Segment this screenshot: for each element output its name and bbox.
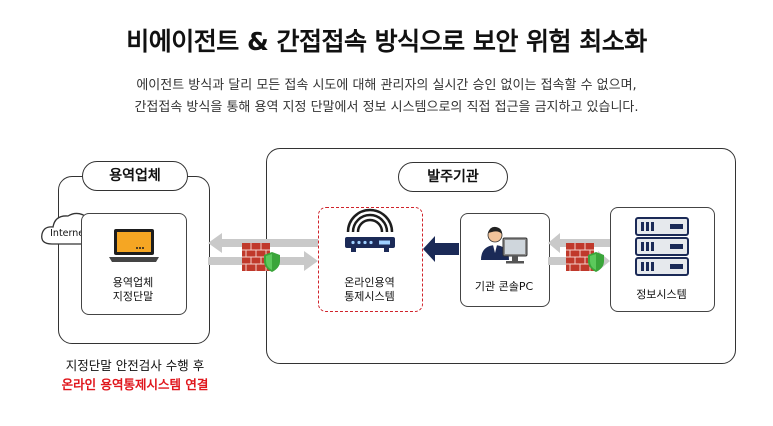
control-system-label-1: 온라인용역	[344, 276, 395, 289]
subtitle-line-1: 에이전트 방식과 달리 모든 접속 시도에 대해 관리자의 실시간 승인 없이는…	[136, 78, 637, 93]
control-system-card	[318, 207, 423, 312]
control-system-label-2: 통제시스템	[344, 290, 395, 303]
note-line-1: 지정단말 안전검사 수행 후	[65, 358, 205, 373]
shield-icon-left	[264, 252, 280, 272]
laptop-icon	[109, 229, 159, 262]
vendor-terminal-label-1: 용역업체	[112, 276, 154, 289]
internet-label: Internet	[50, 228, 88, 239]
client-header: 발주기관	[398, 162, 508, 192]
vendor-terminal-label-2: 지정단말	[112, 290, 154, 303]
arrow-pc-to-control	[423, 236, 459, 262]
page-title: 비에이전트 & 간접접속 방식으로 보안 위험 최소화	[126, 27, 647, 56]
subtitle-line-2: 간접접속 방식을 통해 용역 지정 단말에서 정보 시스템으로의 직접 접근을 …	[134, 100, 639, 115]
pc-user-icon	[481, 226, 528, 264]
console-pc-label: 기관 콘솔PC	[474, 280, 534, 293]
router-icon	[345, 208, 395, 252]
vendor-header: 용역업체	[82, 161, 188, 191]
shield-icon-right	[588, 252, 604, 272]
info-system-label: 정보시스템	[636, 288, 687, 301]
server-rack-icon	[635, 217, 689, 276]
note-line-2: 온라인 용역통제시스템 연결	[61, 377, 209, 392]
